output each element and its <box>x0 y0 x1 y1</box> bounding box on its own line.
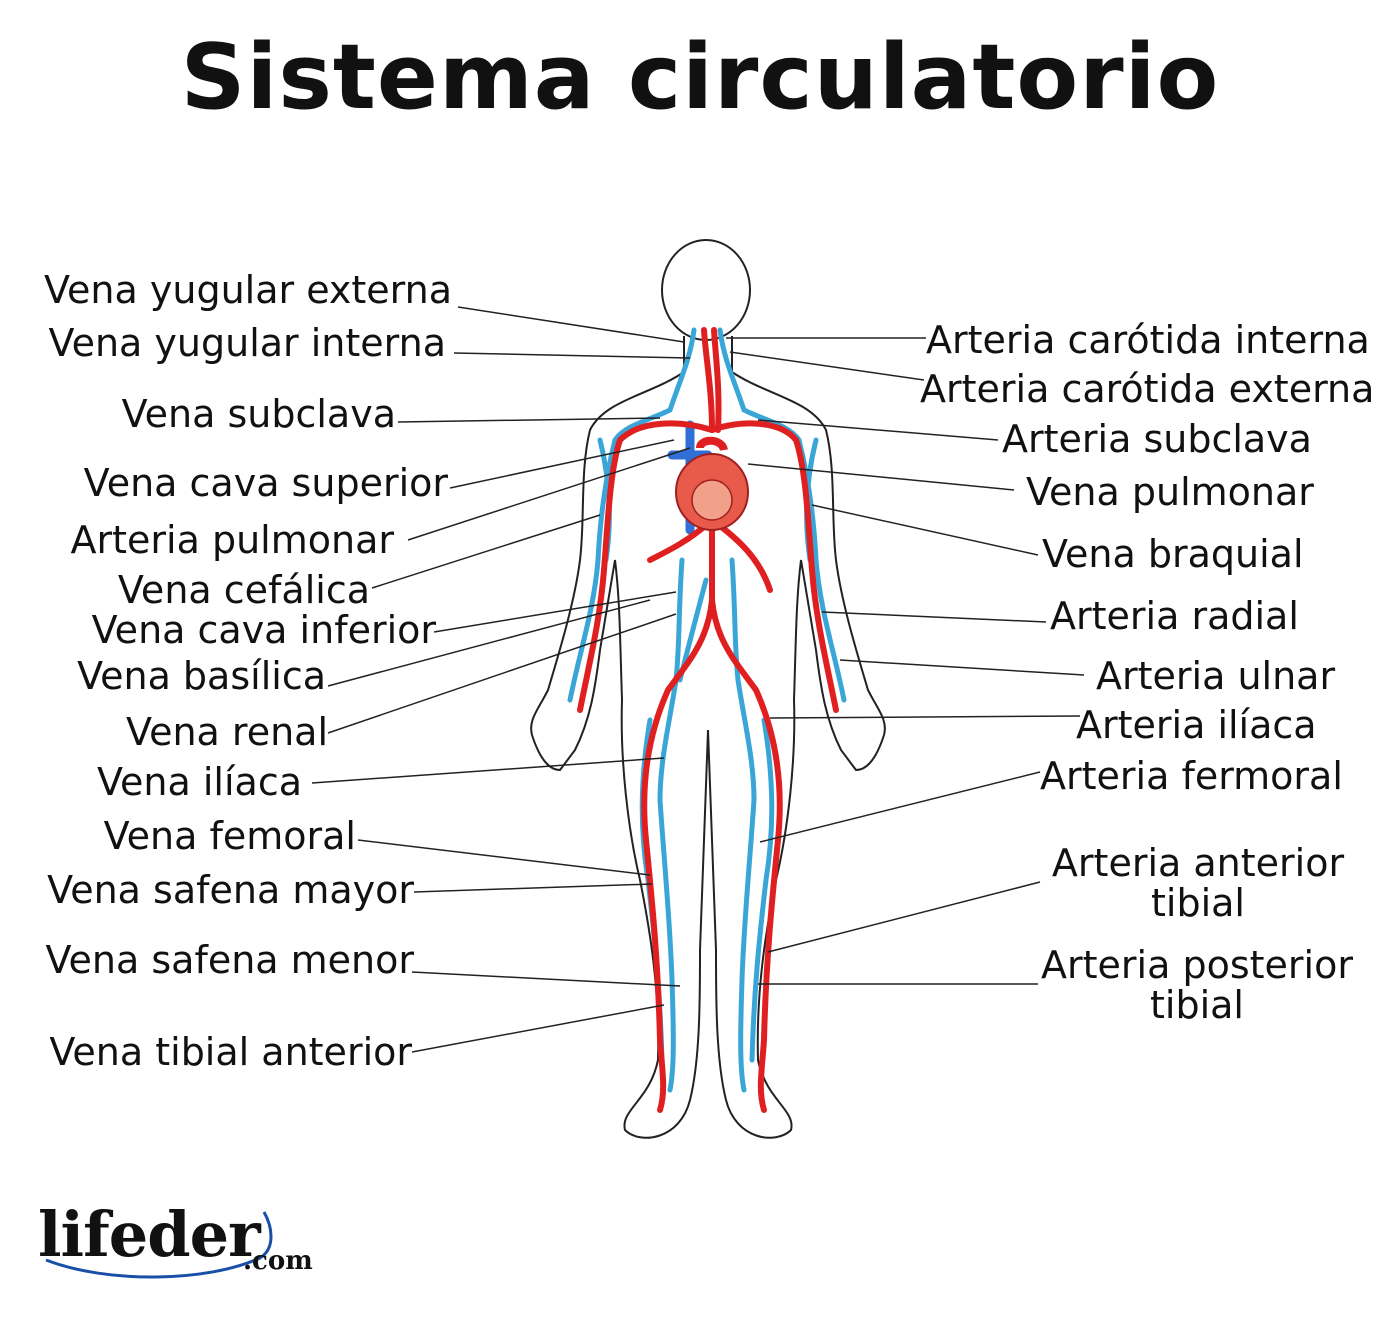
label-vena-tibial-anterior: Vena tibial anterior <box>49 1030 412 1074</box>
label-vena-renal: Vena renal <box>126 710 328 754</box>
label-arteria-anterior-tibial: Arteria anterior tibial <box>1051 841 1345 925</box>
label-vena-safena-mayor: Vena safena mayor <box>47 868 414 912</box>
heart-icon <box>675 436 749 531</box>
label-arteria-carotida-interna: Arteria carótida interna <box>926 318 1370 362</box>
label-vena-cava-inferior: Vena cava inferior <box>91 608 436 652</box>
logo-swoosh <box>45 1211 273 1279</box>
lifeder-logo: lifeder .com <box>38 1198 338 1288</box>
label-arteria-iliaca: Arteria ilíaca <box>1076 703 1317 747</box>
label-vena-basilica: Vena basílica <box>77 654 326 698</box>
arteries <box>577 327 839 1113</box>
label-vena-safena-menor: Vena safena menor <box>45 938 414 982</box>
label-vena-subclava: Vena subclava <box>121 392 396 436</box>
label-arteria-fermoral: Arteria fermoral <box>1040 754 1343 798</box>
label-vena-yugular-interna: Vena yugular interna <box>48 321 446 365</box>
logo-wordmark: lifeder <box>38 1198 261 1271</box>
label-vena-pulmonar: Vena pulmonar <box>1026 470 1314 514</box>
leader-lines <box>311 306 1085 1053</box>
label-vena-yugular-externa: Vena yugular externa <box>44 268 452 312</box>
label-vena-iliaca: Vena ilíaca <box>96 760 302 804</box>
label-vena-cava-superior: Vena cava superior <box>83 461 448 505</box>
label-arteria-subclava: Arteria subclava <box>1002 417 1312 461</box>
label-vena-cefalica: Vena cefálica <box>117 568 370 612</box>
label-arteria-radial: Arteria radial <box>1050 594 1299 638</box>
logo-suffix: .com <box>243 1246 313 1276</box>
label-arteria-carotida-externa: Arteria carótida externa <box>920 367 1375 411</box>
label-arteria-ulnar: Arteria ulnar <box>1096 654 1336 698</box>
label-arteria-pulmonar: Arteria pulmonar <box>70 518 394 562</box>
diagram-title: Sistema circulatorio <box>180 25 1220 130</box>
label-arteria-posterior-tibial: Arteria posterior tibial <box>1041 943 1353 1027</box>
label-vena-braquial: Vena braquial <box>1042 532 1304 576</box>
label-vena-femoral: Vena femoral <box>103 814 356 858</box>
